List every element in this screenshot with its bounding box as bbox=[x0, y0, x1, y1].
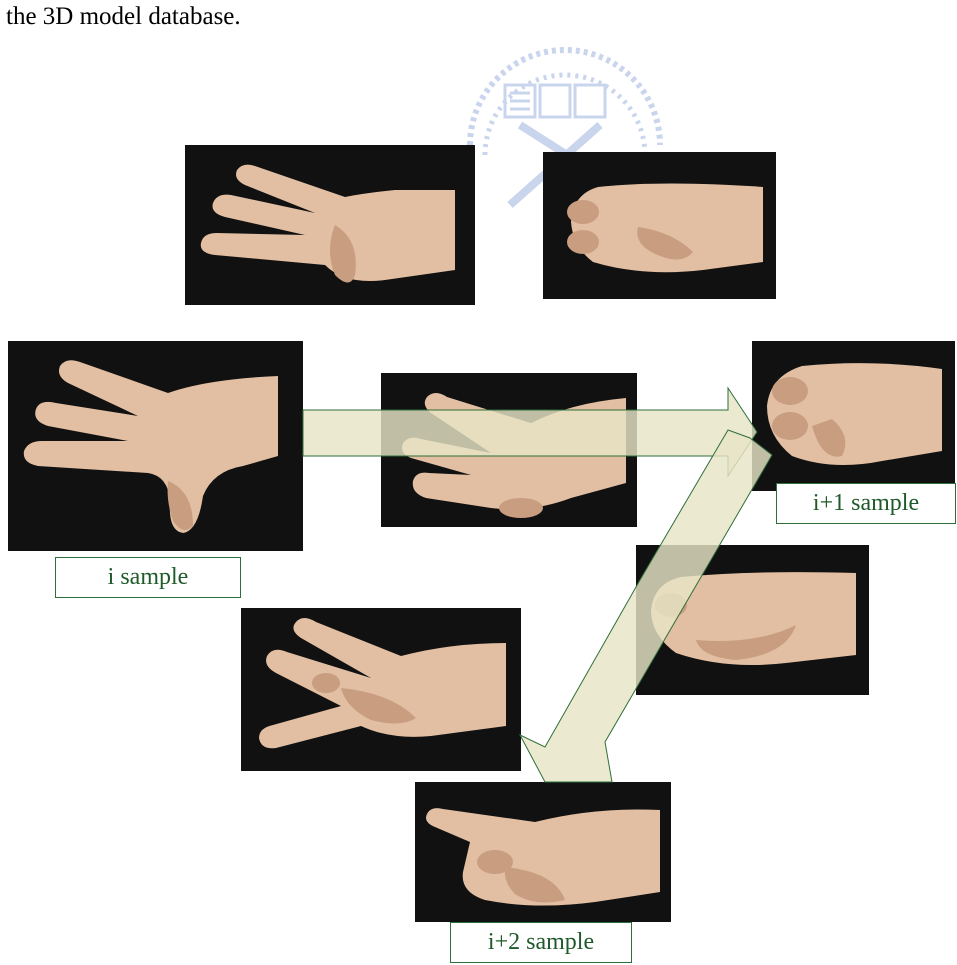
hand-pose-fist-top bbox=[543, 152, 776, 299]
hand-pose-i-plus-2 bbox=[415, 782, 671, 922]
hand-pose-intermediate-c bbox=[241, 608, 521, 771]
label-i-plus-2-sample: i+2 sample bbox=[450, 922, 632, 963]
hand-pose-i bbox=[8, 341, 303, 551]
intro-text: the 3D model database. bbox=[6, 2, 241, 32]
hand-pose-open-top bbox=[185, 145, 475, 305]
hand-pose-i-plus-1 bbox=[752, 341, 955, 491]
hand-pose-intermediate-a bbox=[381, 373, 637, 527]
label-i-sample: i sample bbox=[55, 557, 241, 598]
label-i-plus-1-sample: i+1 sample bbox=[776, 483, 956, 524]
hand-pose-intermediate-b bbox=[636, 545, 869, 695]
